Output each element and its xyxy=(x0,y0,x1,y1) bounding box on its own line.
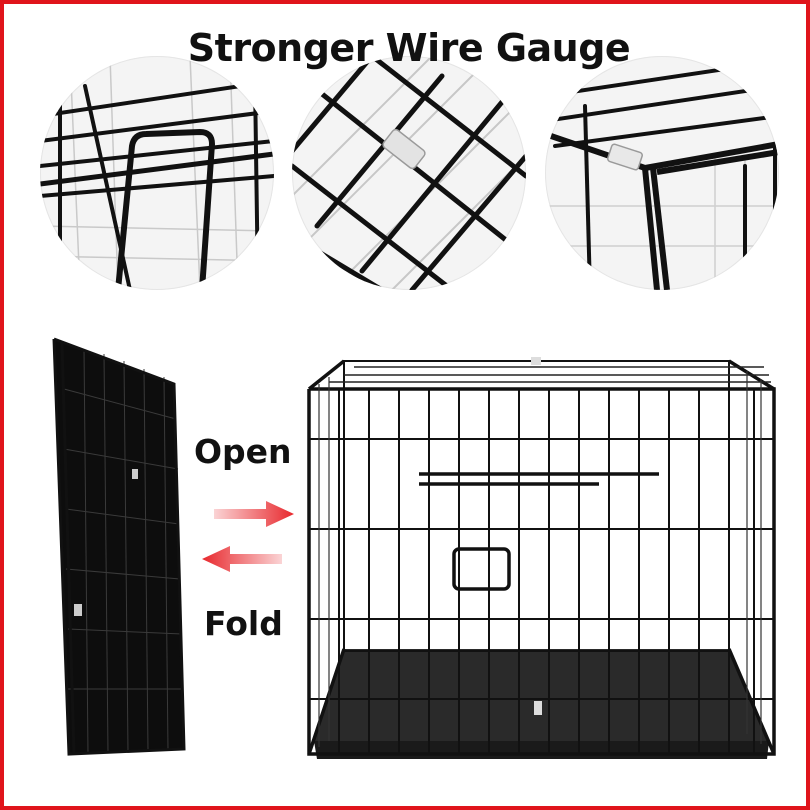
detail-circle-corner xyxy=(545,56,779,290)
assembled-crate-image xyxy=(307,357,776,759)
detail-circle-latch xyxy=(40,56,274,290)
folded-crate-image xyxy=(52,337,186,756)
wire-corner-closeup-image xyxy=(545,59,779,290)
fold-label: Fold xyxy=(204,604,283,643)
wire-grid-closeup-image xyxy=(292,56,526,290)
wire-latch-closeup-image xyxy=(40,56,274,290)
open-label: Open xyxy=(194,432,292,471)
headline: Stronger Wire Gauge xyxy=(187,26,631,70)
arrow-left-icon xyxy=(202,546,282,572)
arrow-right-icon xyxy=(214,501,294,527)
detail-circle-grid xyxy=(292,56,526,290)
